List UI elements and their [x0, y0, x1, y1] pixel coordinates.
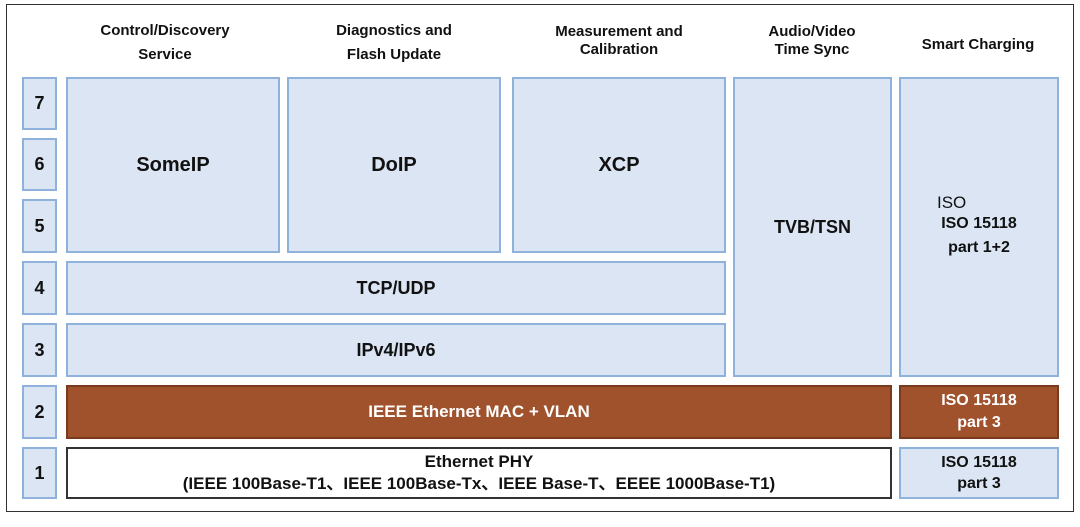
layer-1: 1	[22, 447, 57, 499]
tvb-tsn-block: TVB/TSN	[733, 77, 892, 377]
mac-vlan-block: IEEE Ethernet MAC + VLAN	[66, 385, 892, 439]
header-measurement: Measurement and Calibration	[555, 23, 683, 58]
header-av-sync: Audio/Video Time Sync	[768, 23, 856, 58]
someip-block: SomeIP	[66, 77, 280, 253]
doip-block: DoIP	[287, 77, 501, 253]
iso-15118-part-1-2-block: ISO ISO 15118 part 1+2	[899, 77, 1059, 377]
layer-7: 7	[22, 77, 57, 130]
header-control-discovery: Control/Discovery Service	[100, 22, 230, 63]
ipv4-ipv6-block: IPv4/IPv6	[66, 323, 726, 377]
protocol-stack-diagram: Control/Discovery Service Diagnostics an…	[6, 4, 1074, 512]
iso-15118-part-3-l1-block: ISO 15118 part 3	[899, 447, 1059, 499]
layer-2: 2	[22, 385, 57, 439]
ethernet-phy-block: Ethernet PHY (IEEE 100Base-T1、IEEE 100Ba…	[66, 447, 892, 499]
layer-3: 3	[22, 323, 57, 377]
tcp-udp-block: TCP/UDP	[66, 261, 726, 315]
header-smart-charging: Smart Charging	[921, 36, 1035, 53]
iso-15118-part-3-l2-block: ISO 15118 part 3	[899, 385, 1059, 439]
xcp-block: XCP	[512, 77, 726, 253]
layer-4: 4	[22, 261, 57, 315]
header-diagnostics: Diagnostics and Flash Update	[336, 22, 452, 63]
layer-5: 5	[22, 199, 57, 253]
layer-6: 6	[22, 138, 57, 191]
